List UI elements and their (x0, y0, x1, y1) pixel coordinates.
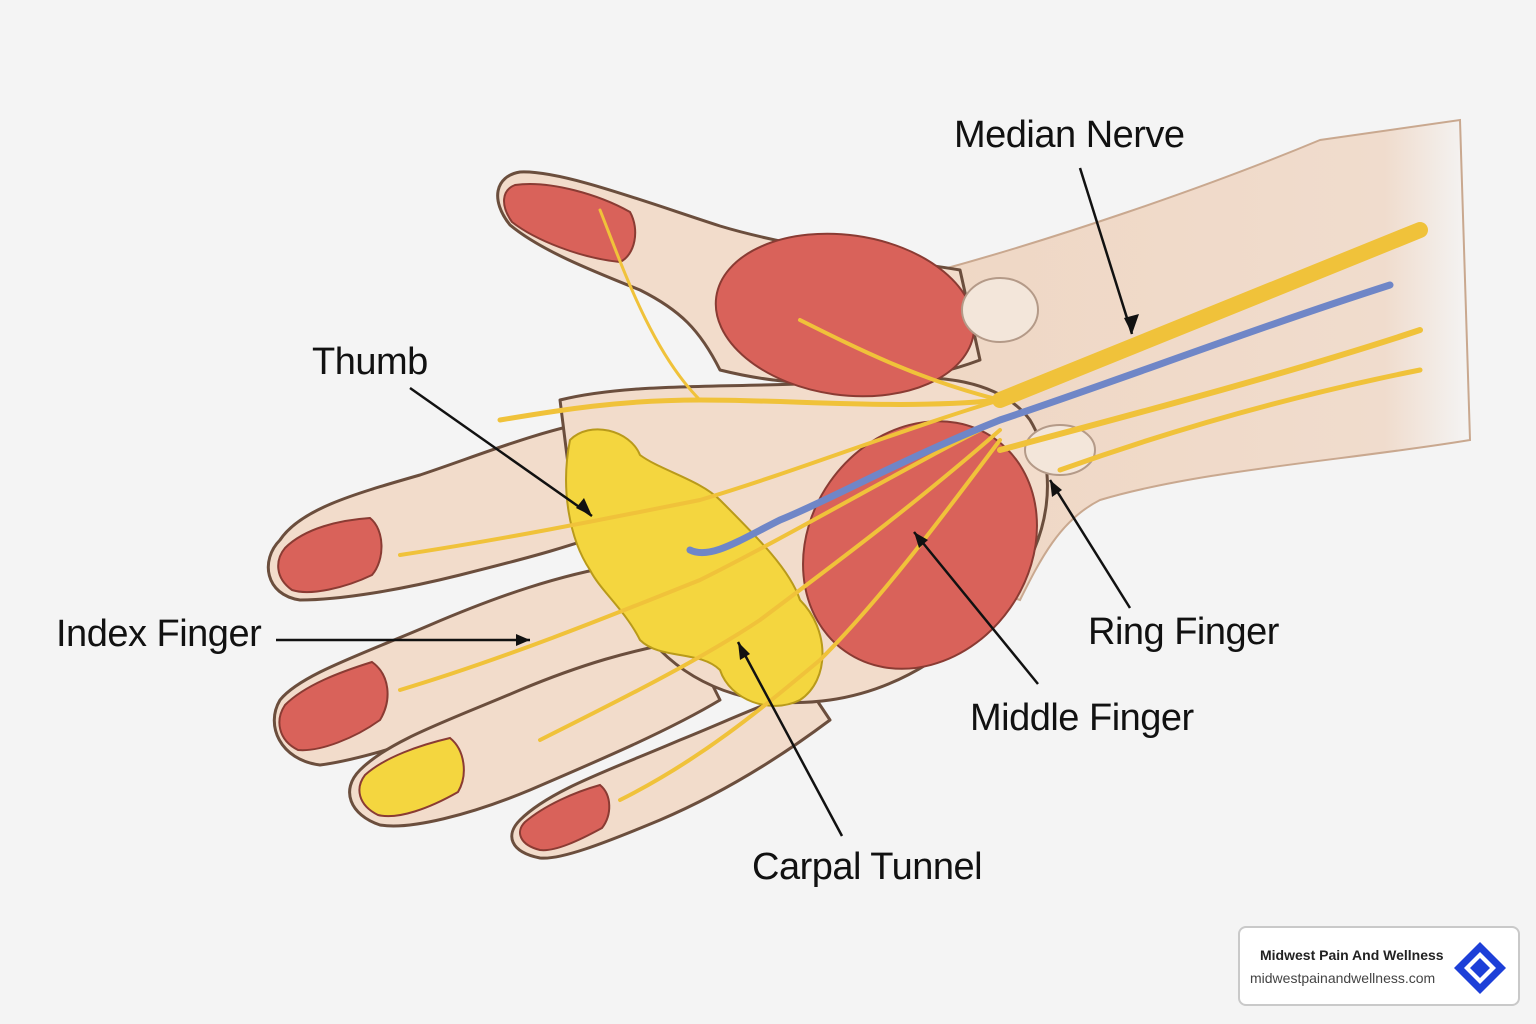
finger-four-tip-pad (358, 736, 465, 818)
finger-three-tip-pad (278, 660, 389, 752)
leader-lines (276, 167, 1134, 837)
nerve-network (398, 208, 1428, 802)
leader-thumb (409, 386, 593, 518)
brand-logo-icon (1454, 942, 1506, 994)
brand-badge[interactable]: Midwest Pain And Wellness midwestpainand… (1238, 926, 1520, 1006)
brand-name: Midwest Pain And Wellness (1260, 947, 1444, 963)
blood-vessel (686, 281, 1394, 557)
label-carpal-tunnel: Carpal Tunnel (752, 846, 983, 888)
fingertip-pads (277, 183, 637, 852)
label-thumb: Thumb (312, 341, 428, 383)
leader-ring-finger (1048, 479, 1132, 609)
leader-middle-finger (913, 531, 1039, 685)
brand-url: midwestpainandwellness.com (1250, 970, 1436, 986)
leader-arrowheads (516, 314, 1139, 660)
label-index-finger: Index Finger (56, 613, 262, 655)
label-ring-finger: Ring Finger (1088, 611, 1279, 653)
finger-five-tip-pad (519, 783, 611, 852)
label-middle-finger: Middle Finger (970, 697, 1194, 739)
leader-carpal-tunnel (736, 641, 844, 837)
carpal-tunnel-region (565, 428, 824, 707)
finger-two-tip-pad (277, 516, 383, 593)
leader-median-nerve (1078, 167, 1134, 335)
label-median-nerve: Median Nerve (954, 114, 1185, 156)
